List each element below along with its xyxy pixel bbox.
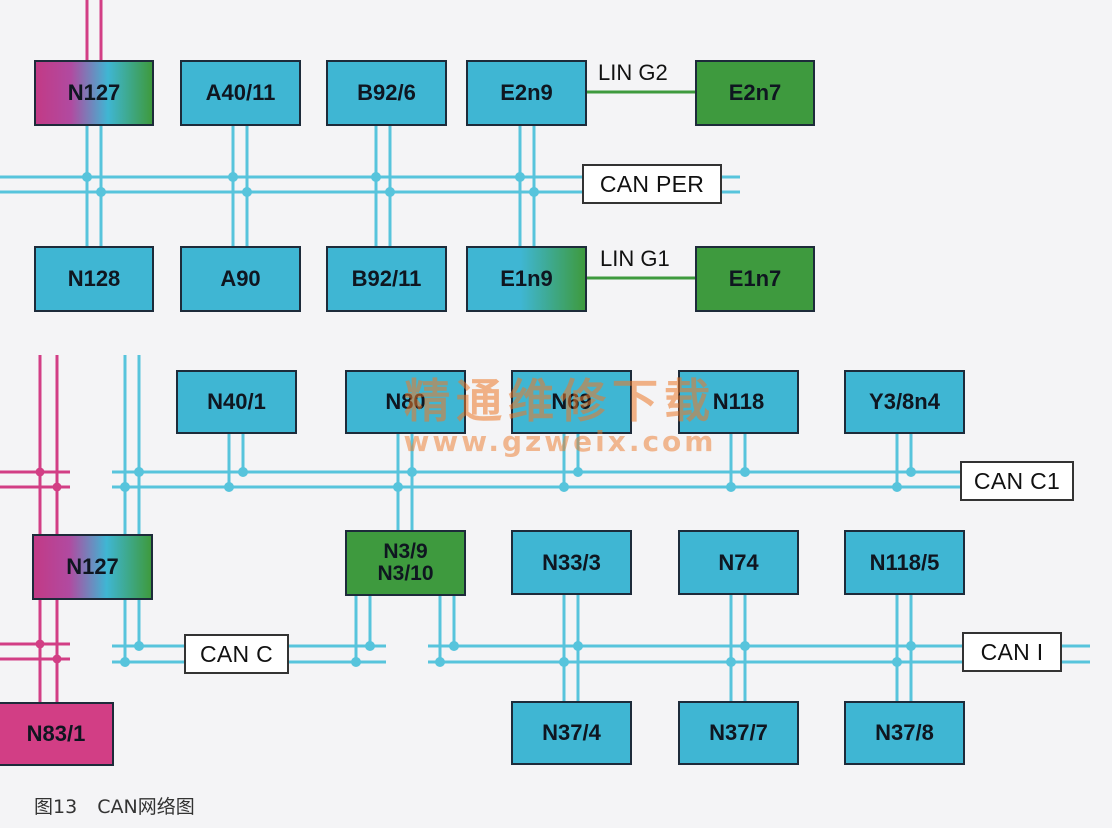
node-n3-9-n3-10: N3/9 N3/10 — [345, 530, 466, 596]
lin-wires — [585, 90, 697, 280]
node-n118: N118 — [678, 370, 799, 434]
figure-caption: 图13 CAN网络图 — [34, 792, 195, 819]
can-per-label: CAN PER — [582, 164, 722, 204]
can-c-label: CAN C — [184, 634, 289, 674]
node-e2n9: E2n9 — [466, 60, 587, 126]
caption-figure-number: 图13 — [34, 796, 78, 818]
node-n127-mid: N127 — [32, 534, 153, 600]
can-i-junctions — [435, 641, 916, 667]
node-n83-1: N83/1 — [0, 702, 114, 766]
node-n128: N128 — [34, 246, 154, 312]
can-c-junctions — [120, 641, 375, 667]
node-n118-5: N118/5 — [844, 530, 965, 595]
can-c1-junctions — [120, 467, 916, 492]
node-n37-7: N37/7 — [678, 701, 799, 765]
lin-g1-label: LIN G1 — [600, 246, 670, 271]
node-e2n7: E2n7 — [695, 60, 815, 126]
can-per-junctions — [82, 172, 539, 197]
can-c1-bus-wires — [112, 355, 962, 662]
node-n40-1: N40/1 — [176, 370, 297, 434]
node-n74: N74 — [678, 530, 799, 595]
power-junctions — [35, 467, 62, 664]
node-e1n7: E1n7 — [695, 246, 815, 312]
node-n3-9-label: N3/9 — [383, 539, 428, 563]
node-n33-3: N33/3 — [511, 530, 632, 595]
node-a90: A90 — [180, 246, 301, 312]
node-a40-11: A40/11 — [180, 60, 301, 126]
node-n37-8: N37/8 — [844, 701, 965, 765]
node-y3-8n4: Y3/8n4 — [844, 370, 965, 434]
node-n127-top: N127 — [34, 60, 154, 126]
can-c1-label: CAN C1 — [960, 461, 1074, 501]
node-b92-11: B92/11 — [326, 246, 447, 312]
node-n80: N80 — [345, 370, 466, 434]
caption-text: CAN网络图 — [97, 796, 195, 818]
node-n3-10-label: N3/10 — [377, 562, 434, 585]
node-b92-6: B92/6 — [326, 60, 447, 126]
lin-g2-label: LIN G2 — [598, 60, 668, 85]
can-i-label: CAN I — [962, 632, 1062, 672]
node-n37-4: N37/4 — [511, 701, 632, 765]
node-e1n9: E1n9 — [466, 246, 587, 312]
power-wires — [0, 0, 103, 705]
node-n69: N69 — [511, 370, 632, 434]
